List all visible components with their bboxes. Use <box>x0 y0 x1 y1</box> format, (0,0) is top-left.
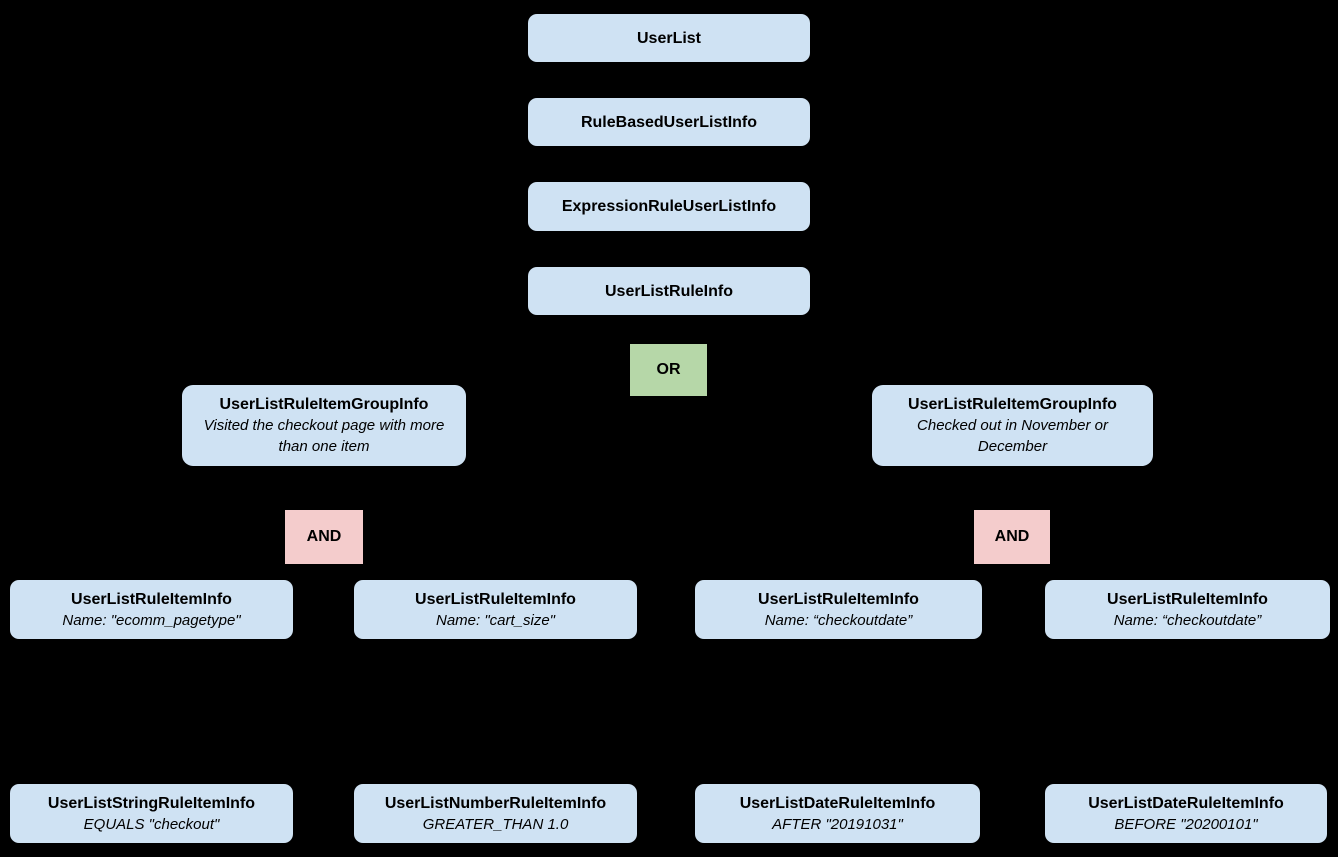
connector-and-left-to-item-cart <box>323 562 498 587</box>
node-subtitle: BEFORE "20200101" <box>1114 815 1258 833</box>
and-operator-node-right: AND <box>974 510 1050 564</box>
node-userlist: UserList <box>528 14 810 62</box>
node-subtitle: Name: “checkoutdate” <box>1113 611 1262 629</box>
node-userlistdateruleiteminfo-after: UserListDateRuleItemInfo AFTER "20191031… <box>695 784 980 843</box>
node-subtitle: GREATER_THAN 1.0 <box>422 815 569 833</box>
node-title: RuleBasedUserListInfo <box>580 113 758 131</box>
node-title: UserListRuleItemInfo <box>1107 590 1268 608</box>
node-title: UserListStringRuleItemInfo <box>47 794 256 812</box>
connector-and-right-to-item-checkout-1 <box>836 562 1013 587</box>
node-title: UserList <box>636 29 702 47</box>
node-title: UserListRuleItemInfo <box>415 590 576 608</box>
node-userlistnumberruleiteminfo: UserListNumberRuleItemInfo GREATER_THAN … <box>354 784 637 843</box>
node-userlistruleiteminfo-cart-size: UserListRuleItemInfo Name: "cart_size" <box>354 580 637 639</box>
node-title: ExpressionRuleUserListInfo <box>561 198 777 215</box>
node-title: UserListRuleInfo <box>604 282 733 300</box>
node-subtitle: AFTER "20191031" <box>772 815 903 833</box>
node-userlistdateruleiteminfo-before: UserListDateRuleItemInfo BEFORE "2020010… <box>1045 784 1327 843</box>
node-expressionruleuserlistinfo: ExpressionRuleUserListInfo <box>528 182 810 231</box>
node-userliststringruleiteminfo: UserListStringRuleItemInfo EQUALS "check… <box>10 784 293 843</box>
node-title: UserListNumberRuleItemInfo <box>384 794 607 812</box>
node-userlistruleiteminfo-ecomm-pagetype: UserListRuleItemInfo Name: "ecomm_pagety… <box>10 580 293 639</box>
node-title: UserListRuleItemGroupInfo <box>219 396 429 413</box>
connector-and-left-to-item-ecomm <box>149 562 325 587</box>
connector-and-right-to-item-checkout-2 <box>1011 562 1190 587</box>
node-title: UserListRuleItemInfo <box>758 590 919 608</box>
node-userlistruleitemgroupinfo-right: UserListRuleItemGroupInfo Checked out in… <box>872 385 1153 466</box>
node-subtitle: Name: "ecomm_pagetype" <box>62 611 241 629</box>
node-title: UserListRuleItemInfo <box>71 590 232 608</box>
node-userlistruleiteminfo-checkoutdate-1: UserListRuleItemInfo Name: “checkoutdate… <box>695 580 982 639</box>
node-subtitle: EQUALS "checkout" <box>83 815 220 833</box>
node-title: UserListDateRuleItemInfo <box>1088 794 1284 812</box>
node-userlistruleitemgroupinfo-left: UserListRuleItemGroupInfo Visited the ch… <box>182 385 466 466</box>
node-title: UserListRuleItemGroupInfo <box>908 396 1117 413</box>
node-subtitle: Checked out in November or December <box>917 417 1108 455</box>
or-operator-node: OR <box>630 344 707 396</box>
node-userlistruleiteminfo-checkoutdate-2: UserListRuleItemInfo Name: “checkoutdate… <box>1045 580 1330 639</box>
node-rulebaseduserlistinfo: RuleBasedUserListInfo <box>528 98 810 146</box>
node-subtitle: Visited the checkout page with more than… <box>203 417 445 455</box>
node-subtitle: Name: "cart_size" <box>435 611 556 629</box>
node-subtitle: Name: “checkoutdate” <box>764 611 913 629</box>
node-userlistruleinfo: UserListRuleInfo <box>528 267 810 315</box>
and-operator-node-left: AND <box>285 510 363 564</box>
node-title: UserListDateRuleItemInfo <box>739 794 936 812</box>
